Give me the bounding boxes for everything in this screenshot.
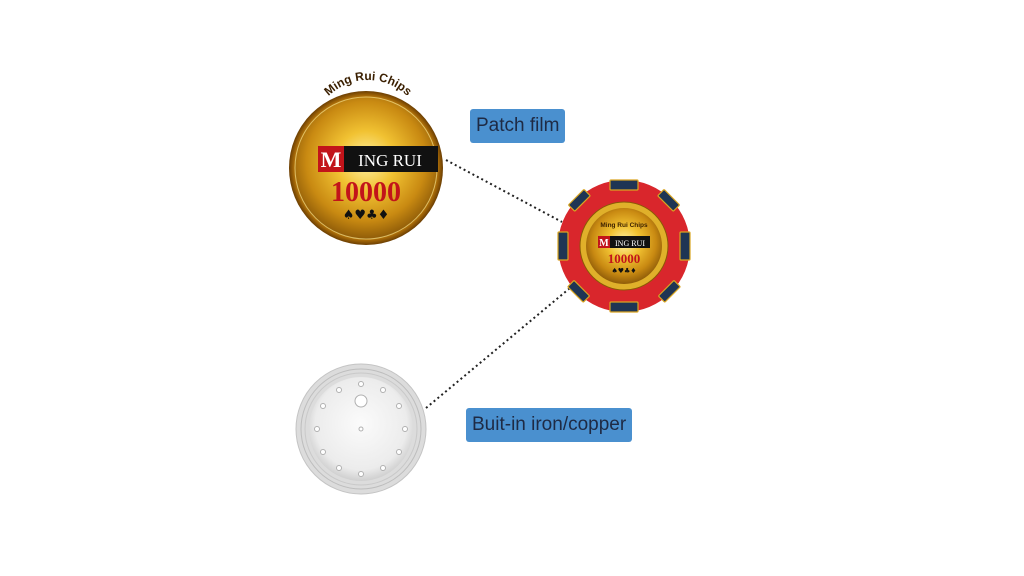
- iron-copper-insert: [295, 363, 427, 495]
- patch-brand-rest: ING RUI: [358, 151, 422, 170]
- patch-brand-initial: M: [321, 147, 342, 172]
- connector-iron: [425, 287, 571, 409]
- patch-film-chip: Ming Rui Chips M ING RUI 10000 ♠♥♣♦: [289, 69, 443, 245]
- connector-patch: [445, 159, 563, 223]
- red-chip-initial: M: [599, 238, 609, 249]
- insert-holes: [314, 381, 408, 477]
- red-chip-brand: ING RUI: [615, 239, 645, 248]
- red-chip-arc-text: Ming Rui Chips: [600, 222, 648, 229]
- red-chip-value: 10000: [608, 251, 641, 266]
- patch-suits: ♠♥♣♦: [343, 208, 390, 223]
- patch-value: 10000: [331, 177, 401, 208]
- edge-stripes: [557, 179, 691, 313]
- patch-film-label: Patch film: [470, 109, 566, 143]
- assembled-red-chip: Ming Rui Chips M ING RUI 10000 ♠♥♣♦: [557, 179, 691, 313]
- iron-copper-label: Buit-in iron/copper: [466, 408, 633, 442]
- red-chip-suits: ♠♥♣♦: [611, 267, 636, 275]
